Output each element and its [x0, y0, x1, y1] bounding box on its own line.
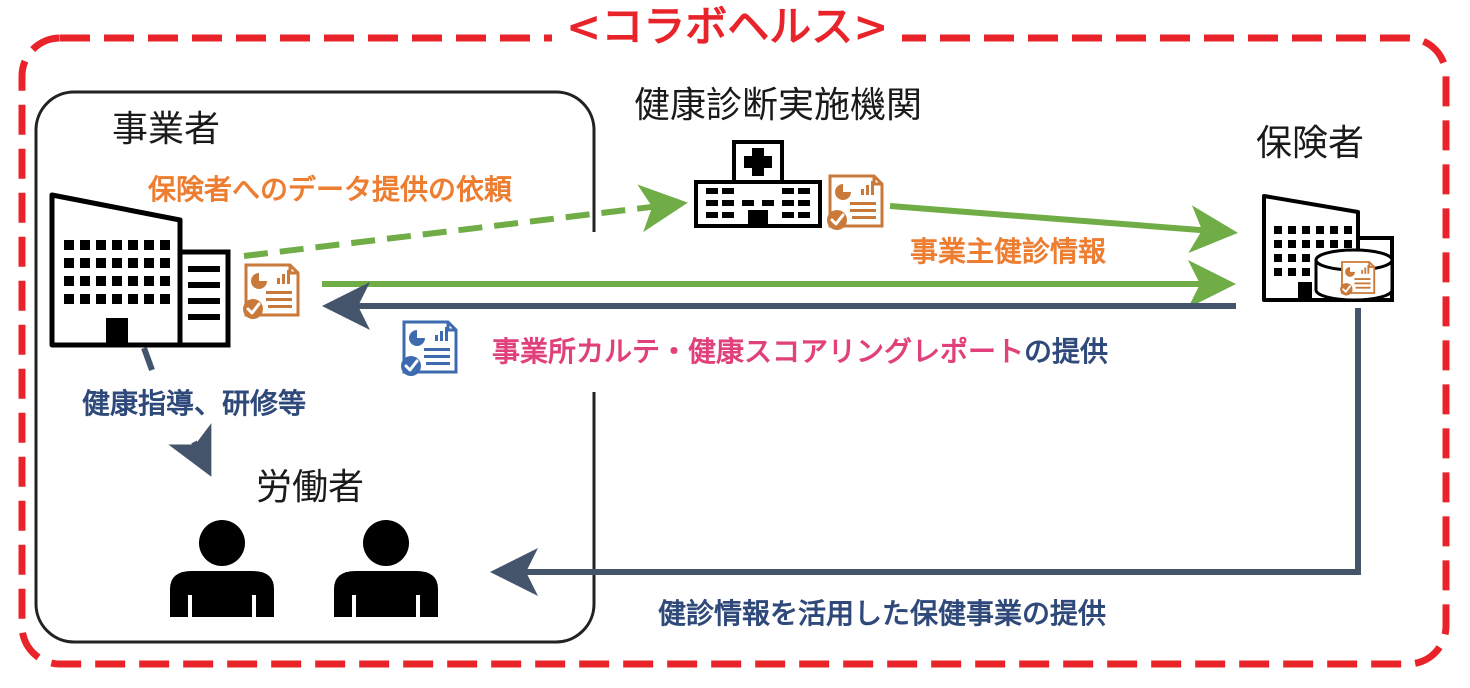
report-document-icon — [825, 174, 884, 232]
checkup-to-insurer-arrow — [889, 203, 1238, 254]
office-building-icon — [49, 192, 231, 348]
guidance-arrow — [141, 346, 155, 372]
health-program-label: 健診情報を活用した保健事業の提供 — [658, 597, 1107, 630]
guidance-arrow-tail — [168, 423, 212, 477]
health-program-arrow — [490, 308, 1361, 596]
insurer-label: 保険者 — [1256, 123, 1365, 164]
report-suffix: の提供 — [1024, 335, 1109, 368]
diagram-title: <コラボヘルス> — [552, 6, 903, 48]
report-name: 事業所カルテ・健康スコアリングレポート — [492, 335, 1025, 368]
guidance-label: 健康指導、研修等 — [82, 387, 307, 420]
person-icon — [334, 520, 438, 617]
hospital-icon — [694, 140, 822, 228]
report-document-icon — [399, 320, 458, 378]
data-request-label: 保険者へのデータ提供の依頼 — [148, 173, 513, 206]
data-request-arrow — [243, 184, 688, 259]
report-provision-label: 事業所カルテ・健康スコアリングレポートの提供 — [492, 338, 1108, 366]
person-icon — [170, 520, 274, 617]
checkup-org-label: 健康診断実施機関 — [634, 85, 923, 126]
employer-label: 事業者 — [112, 109, 221, 150]
workers-label: 労働者 — [256, 467, 365, 508]
report-document-icon — [241, 263, 300, 321]
report-document-icon — [1339, 261, 1376, 297]
employer-checkup-info-label: 事業主健診情報 — [910, 235, 1107, 268]
